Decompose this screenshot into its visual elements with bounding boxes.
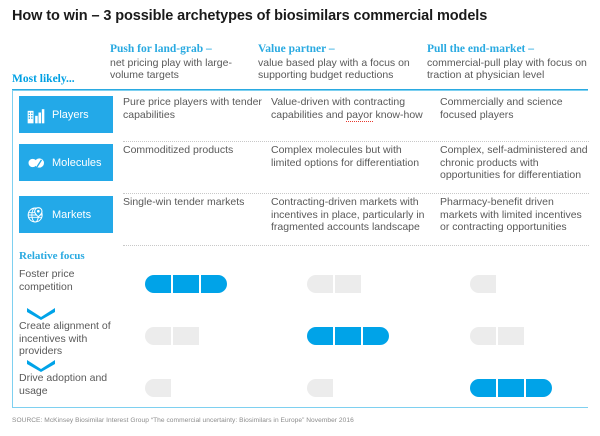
category-chip-players[interactable]: Players [19,96,113,133]
row-divider-1 [123,141,589,142]
row-divider-2 [123,193,589,194]
focus-label-1: Foster price competition [19,268,75,293]
cell-markets-col2: Contracting-driven markets with incentiv… [271,196,425,234]
matrix-row-molecules: Molecules Commoditized products Complex … [13,142,589,194]
category-chip-molecules[interactable]: Molecules [19,144,113,181]
rating-pill-group-r2c2[interactable] [307,327,389,345]
most-likely-label: Most likely... [12,73,75,85]
cell-text-post: know-how [372,108,423,121]
column-3-title: Pull the end-market – [427,43,535,55]
chevron-down-icon-1 [27,307,55,320]
cell-molecules-col3: Complex, self-administered and chronic p… [440,144,588,182]
archetype-matrix: Players Pure price players with tender c… [12,90,589,408]
rating-segment [173,275,199,293]
rating-segment [335,327,361,345]
rating-pill-group-r1c2[interactable] [307,275,361,293]
matrix-row-players: Players Pure price players with tender c… [13,94,589,142]
rating-segment [470,327,496,345]
column-1-subtitle: net pricing play with large-volume targe… [110,57,232,82]
category-label-markets: Markets [52,208,92,221]
cell-players-col2: Value-driven with contracting capabiliti… [271,96,433,122]
rating-pill-group-r3c1[interactable] [145,379,171,397]
column-header-1: Push for land-grab – net pricing play wi… [110,42,265,82]
chevron-down-icon-2 [27,359,55,372]
cell-molecules-col2: Complex molecules but with limited optio… [271,144,420,169]
rating-pill-group-r1c3[interactable] [470,275,496,293]
page-title: How to win – 3 possible archetypes of bi… [12,8,488,24]
rating-segment [470,379,496,397]
focus-label-2: Create alignment of incentives with prov… [19,320,111,358]
rating-segment [307,379,333,397]
building-chart-icon [26,105,46,125]
focus-label-3: Drive adoption and usage [19,372,108,397]
focus-row-foster-price-competition: Foster price competition [13,266,589,318]
rating-segment [498,327,524,345]
rating-pill-group-r2c1[interactable] [145,327,199,345]
rating-segment [526,379,552,397]
column-header-3: Pull the end-market – commercial-pull pl… [427,42,587,82]
cell-players-col3: Commercially and science focused players [440,96,563,121]
column-headers: Most likely... Push for land-grab – net … [0,42,600,88]
rating-segment [145,275,171,293]
rating-pill-group-r2c3[interactable] [470,327,524,345]
cell-text-pre: Value-driven with contracting capabiliti… [271,96,406,121]
rating-segment [363,327,389,345]
cell-markets-col1: Single-win tender markets [123,196,245,208]
category-label-molecules: Molecules [52,156,102,169]
rating-pill-group-r3c3[interactable] [470,379,552,397]
rating-pill-group-r1c1[interactable] [145,275,227,293]
category-chip-markets[interactable]: Markets [19,196,113,233]
column-2-title: Value partner – [258,43,335,55]
misspelled-word: payor [346,108,373,122]
source-note: SOURCE: McKinsey Biosimilar Interest Gro… [12,417,354,424]
rating-segment [335,275,361,293]
cell-markets-col3: Pharmacy-benefit driven markets with lim… [440,196,582,234]
column-1-title: Push for land-grab – [110,43,212,55]
focus-row-drive-adoption: Drive adoption and usage [13,370,589,422]
rating-pill-group-r3c2[interactable] [307,379,333,397]
relative-focus-title: Relative focus [19,250,85,262]
rating-segment [201,275,227,293]
molecule-icon [26,153,46,173]
row-divider-3 [123,245,589,246]
rating-segment [145,379,171,397]
rating-segment [145,327,171,345]
category-label-players: Players [52,108,89,121]
globe-pin-icon [26,205,46,225]
cell-molecules-col1: Commoditized products [123,144,234,156]
rating-segment [307,327,333,345]
matrix-row-markets: Markets Single-win tender markets Contra… [13,194,589,246]
rating-segment [173,327,199,345]
column-header-2: Value partner – value based play with a … [258,42,413,82]
column-3-subtitle: commercial-pull play with focus on tract… [427,57,587,82]
rating-segment [498,379,524,397]
rating-segment [470,275,496,293]
focus-row-create-alignment: Create alignment of incentives with prov… [13,318,589,370]
rating-segment [307,275,333,293]
column-2-subtitle: value based play with a focus on support… [258,57,410,82]
cell-players-col1: Pure price players with tender capabilit… [123,96,262,121]
